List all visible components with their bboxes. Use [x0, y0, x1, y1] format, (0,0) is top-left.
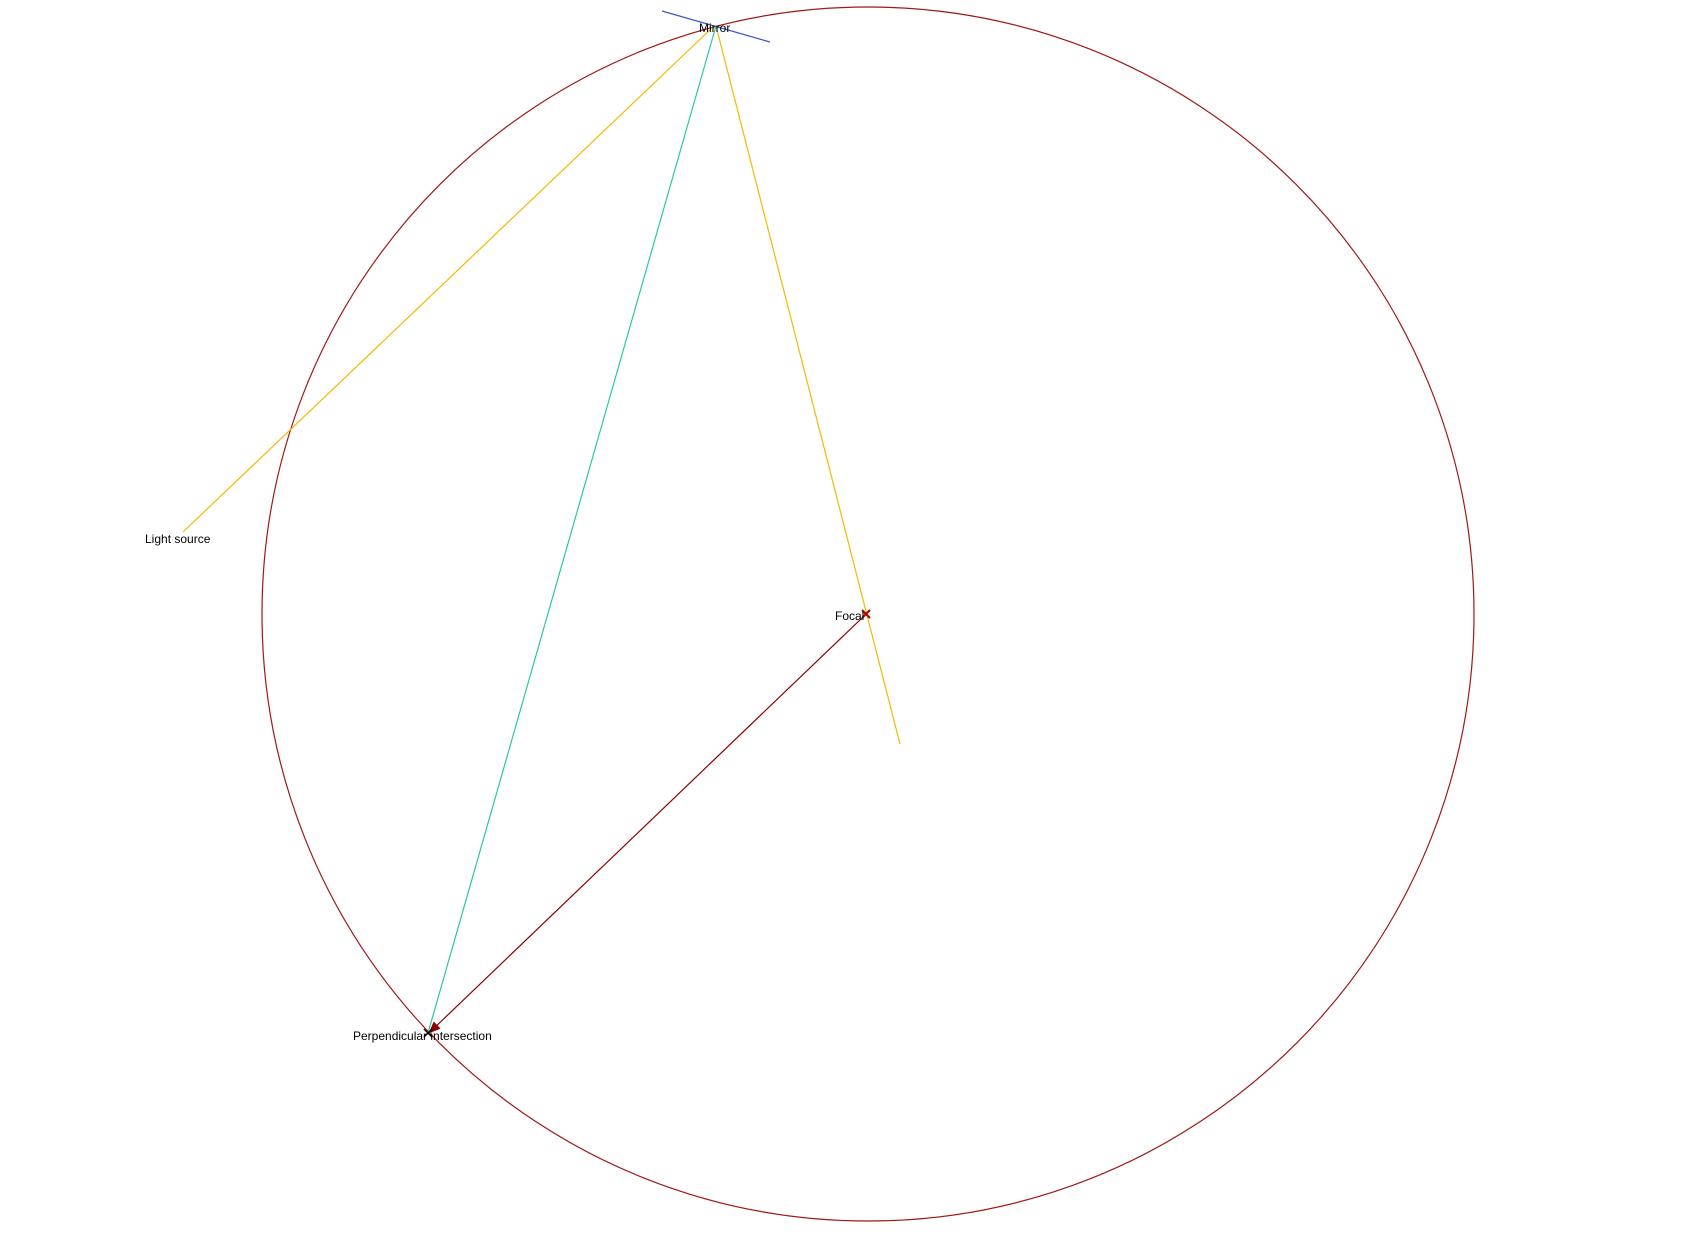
- intersection-marker: [423, 1028, 433, 1038]
- focal-marker: [861, 609, 871, 619]
- reflected-ray: [715, 25, 901, 745]
- reflector-circle: [261, 6, 1475, 1222]
- focal-label: Focal: [835, 609, 864, 623]
- mirror-label: Mirror: [699, 21, 730, 35]
- perpendicular-intersection-label: Perpendicular intersection: [353, 1029, 492, 1043]
- incident-ray: [182, 25, 715, 533]
- focal-arrow: [428, 617, 863, 1034]
- chord-line: [427, 25, 717, 1034]
- light-source-label: Light source: [145, 532, 211, 546]
